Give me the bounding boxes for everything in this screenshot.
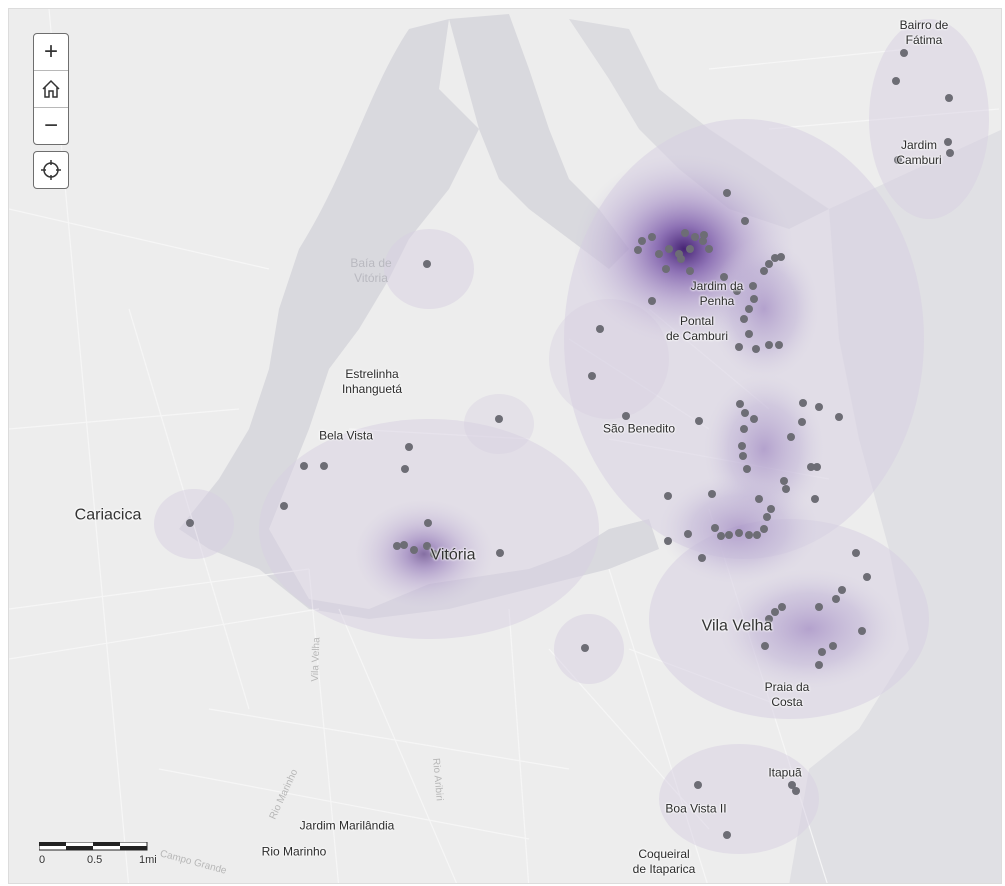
place-label-coqueiral: Coqueiral de Itaparica (632, 847, 696, 876)
place-label-vitoria: Vitória (430, 546, 476, 564)
place-label-sao-benedito: São Benedito (602, 421, 676, 436)
scale-bar-graphic (39, 842, 148, 851)
zoom-control: + − (33, 33, 69, 145)
scale-bar: 0 0.5 1mi (39, 842, 169, 872)
map-view[interactable]: Bairro de Fátima Jardim Camburi Baía de … (8, 8, 1002, 884)
home-button[interactable] (34, 71, 68, 108)
locate-icon (41, 160, 61, 180)
place-label-baia-de-vitoria: Baía de Vitória (350, 256, 392, 285)
incident-points (186, 49, 954, 839)
scale-tick-0: 0 (39, 854, 46, 866)
place-label-itapua: Itapuã (768, 765, 802, 780)
place-label-rio-marinho: Rio Marinho (261, 844, 327, 859)
home-icon (42, 79, 60, 98)
place-label-jardim-da-penha: Jardim da Penha (690, 279, 744, 308)
place-label-bela-vista: Bela Vista (319, 428, 373, 443)
locate-control (33, 151, 69, 189)
heatmap-layer (154, 19, 989, 854)
place-label-cariacica: Cariacica (74, 506, 142, 524)
zoom-in-button[interactable]: + (34, 34, 68, 71)
place-label-vila-velha: Vila Velha (701, 617, 773, 635)
road-label-vila-velha: Vila Velha (309, 637, 323, 682)
place-label-jardim-marilandia: Jardim Marilândia (299, 818, 395, 833)
place-label-praia-da-costa: Praia da Costa (764, 680, 810, 709)
scale-tick-half: 0.5 (87, 854, 103, 866)
locate-button[interactable] (34, 152, 68, 188)
minus-icon: − (43, 112, 58, 139)
basemap (9, 9, 1001, 883)
place-label-estrelinha: Estrelinha Inhanguetá (341, 367, 403, 396)
plus-icon: + (43, 38, 58, 65)
place-label-pontal-de-camburi: Pontal de Camburi (665, 314, 729, 343)
place-label-jardim-camburi: Jardim Camburi (896, 138, 942, 167)
zoom-out-button[interactable]: − (34, 108, 68, 144)
scale-tick-1mi: 1mi (139, 854, 157, 866)
place-label-bairro-de-fatima: Bairro de Fátima (899, 18, 949, 47)
place-label-boa-vista-ii: Boa Vista II (665, 801, 727, 816)
